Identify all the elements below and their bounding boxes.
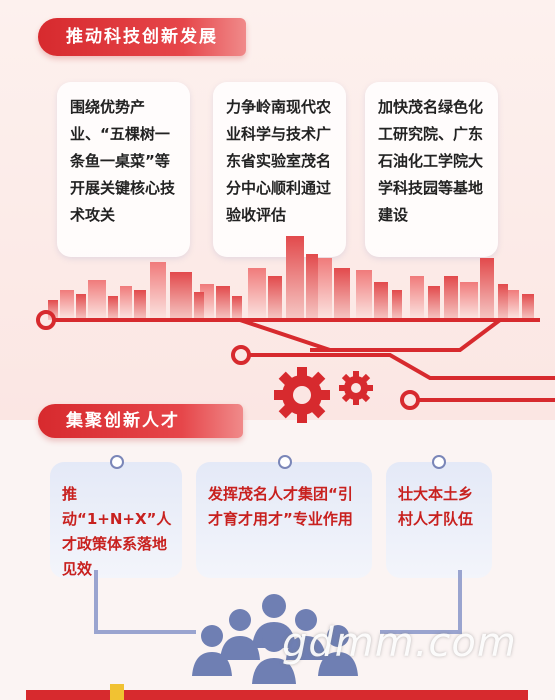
tech-card-2-text: 力争岭南现代农业科学与技术广东省实验室茂名分中心顺利通过验收评估: [226, 98, 332, 224]
talent-card-3-text: 壮大本土乡村人才队伍: [398, 485, 474, 528]
watermark: gdmm.com: [282, 620, 517, 666]
talent-card-2: 发挥茂名人才集团“引才育才用才”专业作用: [196, 455, 372, 578]
talent-card-1-text: 推动“1+N+X”人才政策体系落地见效: [62, 485, 172, 578]
skyline-front: [48, 236, 534, 320]
footer-bar: [26, 690, 528, 700]
tech-card-3: 加快茂名绿色化工研究院、广东石油化工学院大学科技园等基地建设: [365, 82, 498, 257]
section-title-talent: 集聚创新人才: [38, 404, 243, 438]
pin-icon: [432, 455, 446, 469]
tech-card-3-text: 加快茂名绿色化工研究院、广东石油化工学院大学科技园等基地建设: [378, 98, 484, 224]
gear-icon: [339, 371, 373, 405]
skyline-back: [60, 258, 519, 318]
tech-card-1: 围绕优势产业、“五棵树一条鱼一桌菜”等开展关键核心技术攻关: [57, 82, 190, 257]
circuit-lines: [36, 310, 555, 410]
talent-card-3: 壮大本土乡村人才队伍: [386, 455, 492, 578]
footer-accent: [110, 684, 124, 700]
pin-icon: [278, 455, 292, 469]
connector-lines: [94, 570, 462, 634]
tech-card-1-text: 围绕优势产业、“五棵树一条鱼一桌菜”等开展关键核心技术攻关: [70, 98, 176, 224]
people-group: [192, 594, 358, 684]
tech-card-2: 力争岭南现代农业科学与技术广东省实验室茂名分中心顺利通过验收评估: [213, 82, 346, 257]
talent-card-2-text: 发挥茂名人才集团“引才育才用才”专业作用: [208, 485, 353, 528]
talent-card-1: 推动“1+N+X”人才政策体系落地见效: [50, 455, 182, 578]
section-title-tech: 推动科技创新发展: [38, 18, 246, 56]
gear-icon: [274, 367, 330, 423]
pin-icon: [110, 455, 124, 469]
